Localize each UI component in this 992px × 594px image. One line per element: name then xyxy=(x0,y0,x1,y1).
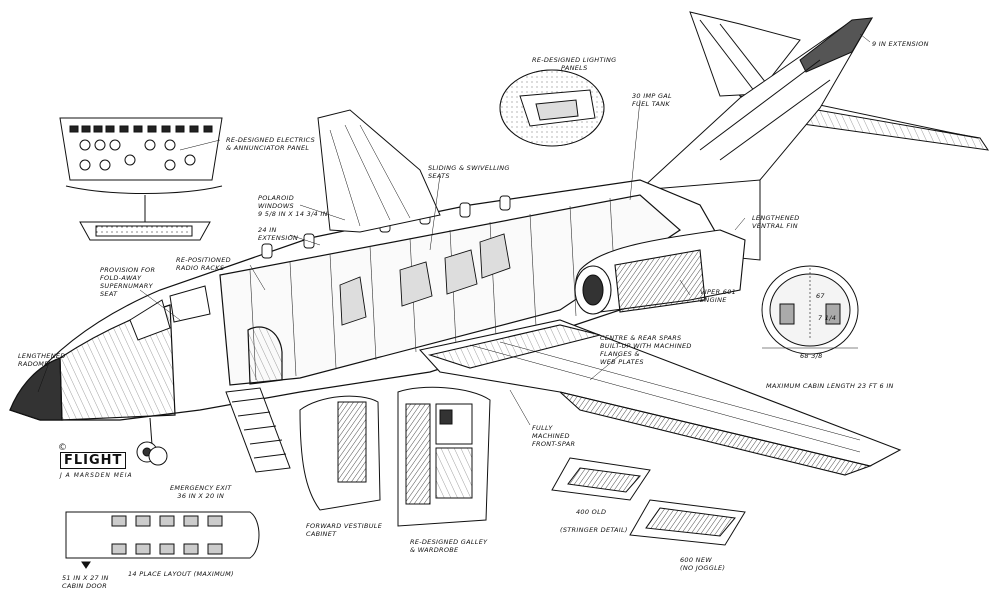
label-front-spar: FULLY MACHINED FRONT-SPAR xyxy=(532,424,576,448)
label-stringer-detail: (STRINGER DETAIL) xyxy=(560,526,628,534)
label-radome: LENGTHENED RADOME xyxy=(18,352,66,368)
upper-wing xyxy=(317,109,441,233)
label-dim-68: 68 3/8 xyxy=(800,352,823,360)
label-new-600: 600 NEW (NO JOGGLE) xyxy=(680,556,726,572)
cabin-layout-plan xyxy=(65,511,260,569)
flight-logo: FLIGHT xyxy=(60,452,127,469)
label-windows: POLAROID WINDOWS 9 5/8 in x 14 3/4 in xyxy=(258,194,328,218)
cabin-section-inset xyxy=(761,265,859,355)
label-dim-7-25: 7 1/4 xyxy=(818,314,837,322)
label-fold-away-seat: PROVISION FOR FOLD-AWAY SUPERNUMARY SEAT xyxy=(100,266,156,298)
label-electrics: RE-DESIGNED ELECTRICS & ANNUNCIATOR PANE… xyxy=(226,136,316,152)
label-cabin-door: 51 in x 27 in CABIN DOOR xyxy=(62,574,109,590)
label-engine: VIPER 601 ENGINE xyxy=(700,288,737,304)
label-cabin-length: MAXIMUM CABIN LENGTH 23 ft 6 in xyxy=(766,382,894,390)
label-emergency-exit: EMERGENCY EXIT 36 in x 20 in xyxy=(170,484,232,500)
label-old-400: 400 OLD xyxy=(576,508,607,516)
label-lighting-panels: RE-DESIGNED LIGHTING PANELS xyxy=(532,56,617,72)
nose-gear xyxy=(136,417,168,466)
label-ventral-fin: LENGTHENED VENTRAL FIN xyxy=(752,214,800,230)
label-extension-24: 24 in EXTENSION xyxy=(258,226,299,242)
vestibule-inset xyxy=(299,395,381,511)
leader-lines xyxy=(37,33,871,426)
label-layout: 14 PLACE LAYOUT (MAXIMUM) xyxy=(128,570,234,578)
stringer-detail xyxy=(551,457,746,546)
engine xyxy=(574,229,746,315)
lighting-panel-inset xyxy=(499,69,605,147)
label-radio-racks: RE-POSITIONED RADIO RACKS xyxy=(176,256,231,272)
copyright-mark: © xyxy=(58,443,68,453)
lower-wing xyxy=(418,319,902,476)
artist-signature: J A MARSDEN MEIA xyxy=(60,472,133,479)
label-fuel-tank: 30 imp gal FUEL TANK xyxy=(632,92,672,108)
label-fin-extension: 9 in EXTENSION xyxy=(872,40,929,48)
label-seats: SLIDING & SWIVELLING SEATS xyxy=(428,164,510,180)
fuselage xyxy=(9,179,721,473)
label-dim-67: 67 xyxy=(816,292,825,300)
galley-inset xyxy=(397,386,491,527)
label-galley: RE-DESIGNED GALLEY & WARDROBE xyxy=(410,538,488,554)
annunciator-panel-inset xyxy=(59,117,223,241)
label-spars: CENTRE & REAR SPARS BUILT-UP WITH MACHIN… xyxy=(600,334,692,366)
label-vestibule: FORWARD VESTIBULE CABINET xyxy=(306,522,383,538)
